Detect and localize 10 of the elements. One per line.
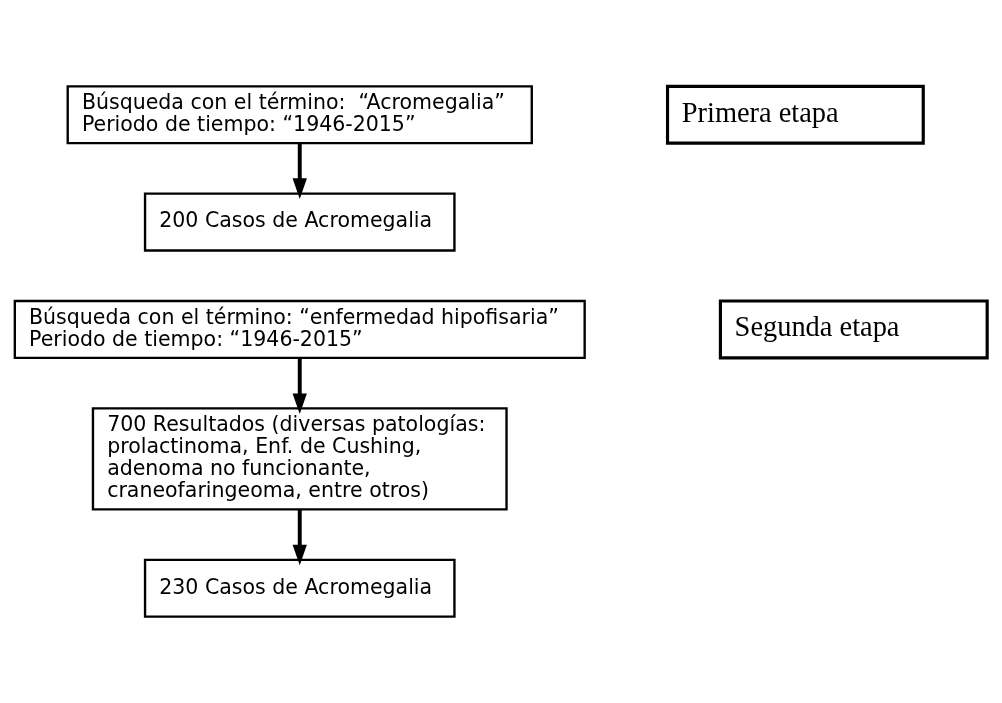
- node-box: 200 Casos de Acromegalia: [143, 192, 456, 252]
- node-box: Búsqueda con el término: “enfermedad hipofisaria” Periodo de tiempo: “1946-2015”: [13, 299, 586, 359]
- node-box: 700 Resultados (diversas patologías: prolactinoma, Enf. de Cushing, adenoma no funcionante, craneofaringeoma, entre otros): [91, 407, 508, 511]
- arrow: [292, 358, 307, 414]
- node-box: Primera etapa: [665, 84, 925, 145]
- node-box: Búsqueda con el término: “Acromegalia” Periodo de tiempo: “1946-2015”: [66, 85, 533, 145]
- arrow: [292, 143, 307, 199]
- node-box: Segunda etapa: [718, 299, 989, 360]
- arrow: [292, 509, 307, 566]
- node-box: 230 Casos de Acromegalia: [143, 558, 456, 618]
